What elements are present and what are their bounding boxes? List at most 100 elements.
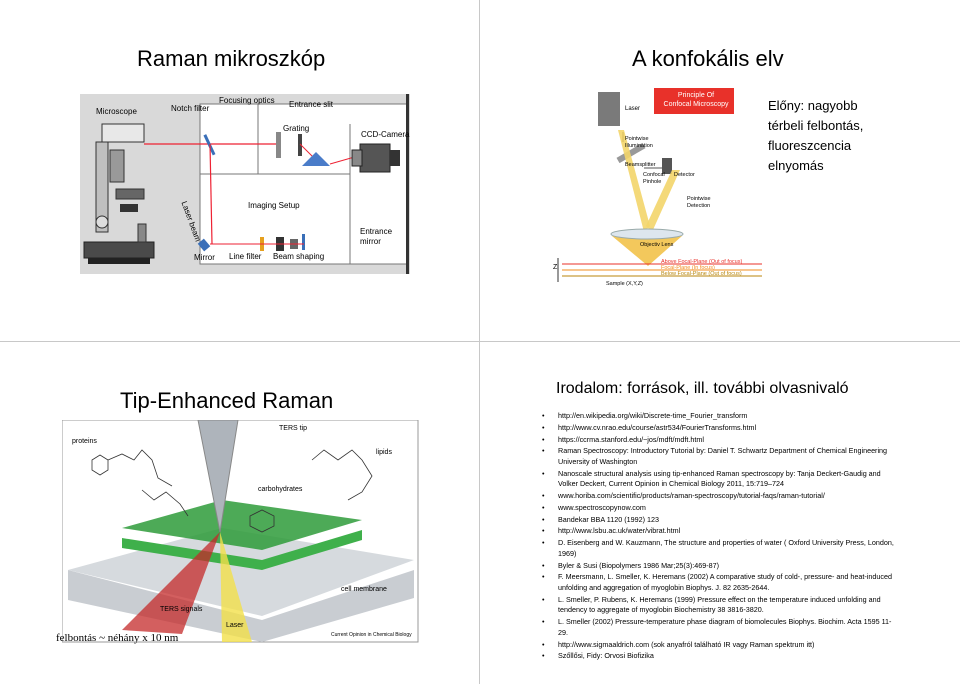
objective-lens-icon [610, 228, 684, 240]
label-journal: Current Opinion in Chemical Biology [331, 632, 412, 638]
raman-microscope-diagram [80, 94, 410, 274]
bullet-icon: • [542, 651, 545, 661]
reference-text: Nanoscale structural analysis using tip-… [558, 468, 881, 489]
label-ters-signals: TERS signals [160, 606, 203, 613]
reference-item[interactable]: • http://www.sigmaaldrich.com (sok anyafr… [540, 640, 900, 651]
reference-text: www.horiba.com/scientific/products/raman… [558, 491, 825, 501]
reference-item: • L. Smeller, P. Rubens, K. Heremans (199… [540, 595, 900, 616]
label-laser: Laser [226, 622, 244, 629]
reference-text: http://en.wikipedia.org/wiki/Discrete-ti… [558, 411, 748, 420]
bullet-icon: • [542, 594, 545, 604]
label-lipids: lipids [376, 449, 392, 456]
entrance-slit-icon [298, 134, 302, 156]
label-focusing-optics: Focusing optics [219, 96, 275, 105]
vertical-divider [479, 0, 480, 684]
slide-title: Raman mikroszkóp [137, 46, 326, 71]
label-detector: Detector [674, 172, 695, 178]
carbohydrate-structure [249, 509, 275, 533]
label-principle-title: Principle Of Confocal Microscopy [663, 92, 729, 108]
bullet-icon: • [542, 446, 545, 456]
ccd-camera-icon [351, 143, 400, 173]
reference-text: Bandekar BBA 1120 (1992) 123 [558, 514, 659, 524]
label-laser: Laser [625, 106, 641, 112]
reference-text: http://www.sigmaaldrich.com (sok anyafró… [558, 639, 815, 649]
reference-text: F. Meersmann, L. Smeller, K. Heremans (2… [558, 572, 892, 592]
label-entrance-mirror: Entrance mirror [360, 227, 393, 246]
bullet-icon: • [542, 422, 545, 432]
label-grating: Grating [283, 124, 310, 133]
label-line-filter: Line filter [229, 252, 262, 261]
label-focal-plane: Focal-Plane (In focus) [661, 265, 715, 271]
reference-item: • Nanoscale structural analysis using tip… [540, 469, 900, 490]
reference-text: www.spectroscopynow.com [558, 502, 646, 512]
reference-item: • Raman Spectroscopy: Introductory Tutori… [540, 446, 900, 467]
label-z-axis: Z [553, 264, 558, 271]
grating-icon [302, 152, 330, 166]
reference-text: https://ccrma.stanford.edu/~jos/mdft/mdf… [558, 434, 705, 444]
bullet-icon: • [542, 560, 545, 570]
confocal-diagram [557, 88, 762, 282]
resolution-note: felbontás ~ néhány x 10 nm [56, 632, 179, 644]
slide-title: A konfokális elv [632, 46, 784, 71]
bullet-icon: • [542, 468, 545, 478]
bullet-icon: • [542, 514, 545, 524]
label-imaging-setup: Imaging Setup [248, 201, 300, 210]
slide-title: Tip-Enhanced Raman [120, 388, 334, 413]
bullet-icon: • [542, 639, 545, 649]
reference-item: •Szőllősi, Fidy: Orvosi Biofizika [540, 651, 900, 662]
protein-structure [91, 454, 109, 476]
mirror-icon [197, 238, 211, 252]
bullet-icon: • [542, 572, 545, 582]
label-sample: Sample (X,Y,Z) [606, 281, 643, 287]
focusing-lens-icon [276, 132, 281, 158]
label-notch-filter: Notch filter [171, 104, 210, 113]
bullet-icon: • [542, 538, 545, 548]
label-proteins: proteins [72, 438, 97, 445]
reference-list: • http://en.wikipedia.org/wiki/Discrete-t… [540, 411, 900, 663]
reference-text: D. Eisenberg and W. Kauzmann, The struct… [558, 538, 894, 558]
reference-item[interactable]: •https://ccrma.stanford.edu/~jos/mdft/md… [540, 435, 900, 446]
label-carbohydrates: carbohydrates [258, 486, 303, 493]
reference-text: Raman Spectroscopy: Introductory Tutoria… [558, 446, 888, 466]
reference-item[interactable]: • http://www.cv.nrao.edu/course/astr534/F… [540, 423, 900, 434]
label-ters-tip: TERS tip [279, 425, 308, 432]
detector-icon [662, 158, 672, 174]
advantages-text: Előny: nagyobb térbeli felbontás, fluore… [768, 98, 864, 173]
cell-membrane [122, 500, 362, 570]
microscope-icon [83, 123, 155, 264]
reference-item[interactable]: •http://www.lsbu.ac.uk/water/vibrat.html [540, 526, 900, 537]
label-objective-lens: Objectiv Lens [640, 242, 674, 248]
label-pointwise-detection: Pointwise Detection [687, 196, 711, 209]
label-beamsplitter: Beamsplitter [625, 162, 656, 168]
reference-item: • Bandekar BBA 1120 (1992) 123 [540, 515, 900, 526]
laser-beam [220, 532, 252, 642]
reference-text: L. Smeller, P. Rubens, K. Heremans (1999… [558, 594, 881, 615]
reference-item: • L. Smeller (2002) Pressure-temperature … [540, 617, 900, 638]
label-confocal-pinhole: Confocal Pinhole [643, 172, 665, 185]
reference-item[interactable]: • www.spectroscopynow.com [540, 503, 900, 514]
label-ccd-camera: CCD-Camera [361, 130, 410, 139]
label-microscope: Microscope [96, 107, 137, 116]
reference-text: L. Smeller (2002) Pressure-temperature p… [558, 617, 892, 637]
label-entrance-slit: Entrance slit [289, 100, 334, 109]
bullet-icon: • [542, 617, 545, 627]
reference-text: http://www.cv.nrao.edu/course/astr534/Fo… [558, 422, 757, 432]
reference-item: • Byler & Susi (Biopolymers 1986 Mar;25(3… [540, 561, 900, 572]
label-below-focal-plane: Below Focal-Plane (Out of focus) [661, 271, 742, 277]
reference-item[interactable]: •http://en.wikipedia.org/wiki/Discrete-t… [540, 411, 900, 422]
ters-diagram [62, 420, 419, 643]
reference-text: http://www.lsbu.ac.uk/water/vibrat.html [558, 526, 681, 536]
slide-title: Irodalom: források, ill. további olvasni… [556, 380, 849, 397]
label-beam-shaping: Beam shaping [273, 252, 325, 261]
ters-signals-beam [122, 532, 220, 634]
entrance-mirror-icon [302, 234, 305, 250]
reference-item: • D. Eisenberg and W. Kauzmann, The struc… [540, 538, 900, 559]
bullet-icon: • [542, 502, 545, 512]
reference-item[interactable]: • www.horiba.com/scientific/products/rama… [540, 491, 900, 502]
label-cell-membrane: cell membrane [341, 586, 387, 593]
label-pointwise-illumination: Pointwise Illumination [625, 136, 653, 149]
horizontal-divider [0, 341, 960, 342]
reference-text: Byler & Susi (Biopolymers 1986 Mar;25(3)… [558, 560, 719, 570]
reference-item: • F. Meersmann, L. Smeller, K. Heremans (… [540, 572, 900, 593]
bullet-icon: • [542, 491, 545, 501]
